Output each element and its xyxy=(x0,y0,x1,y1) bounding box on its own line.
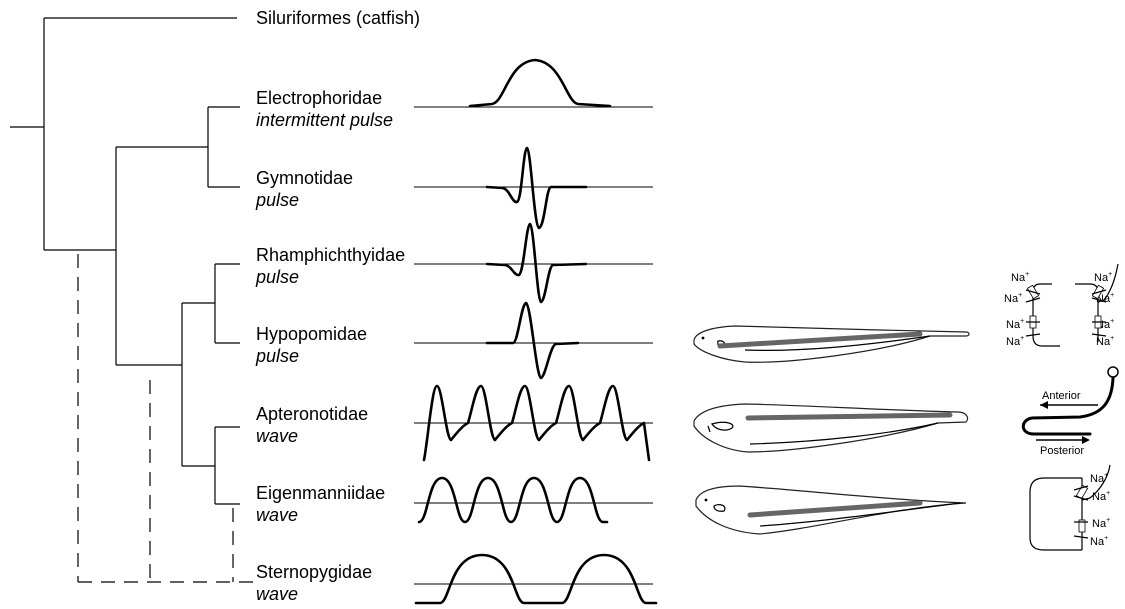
waveform-gymnotidae xyxy=(487,148,586,228)
dashed-lineage xyxy=(78,254,262,582)
waveform-rhamphichthyidae xyxy=(487,224,586,302)
fish-apteronotidae xyxy=(694,404,968,452)
taxon-name: Apteronotidae xyxy=(256,404,368,424)
posterior-label: Posterior xyxy=(1040,445,1084,457)
ion-label: Na+ xyxy=(1094,271,1112,284)
fish-hypopomidae xyxy=(694,326,969,362)
eod-waveforms xyxy=(414,60,656,603)
ion-label: Na+ xyxy=(1090,535,1108,548)
electric-organ xyxy=(748,415,950,418)
ion-label: Na+ xyxy=(1090,472,1108,485)
ion-label: Na+ xyxy=(1092,490,1110,503)
discharge-type: pulse xyxy=(255,267,299,287)
waveform-hypopomidae xyxy=(487,303,578,378)
ion-label: Na+ xyxy=(1096,335,1114,348)
taxon-labels: Siluriformes (catfish) Electrophoridae i… xyxy=(255,8,420,604)
eye-icon xyxy=(702,337,705,340)
current-direction: Anterior Posterior xyxy=(1023,367,1118,457)
electrocyte-bottom: Na+ Na+ Na+ Na+ xyxy=(1030,465,1110,550)
taxon-name: Electrophoridae xyxy=(256,88,382,108)
waveform-sternopygidae xyxy=(416,555,656,603)
arrow-left-icon xyxy=(1040,401,1048,409)
taxon-name: Sternopygidae xyxy=(256,562,372,582)
phylogenetic-tree xyxy=(10,18,240,504)
eye-icon xyxy=(705,499,708,502)
taxon-name: Hypopomidae xyxy=(256,324,367,344)
taxon-name: Rhamphichthyidae xyxy=(256,245,405,265)
ion-label: Na+ xyxy=(1006,318,1024,331)
ion-label: Na+ xyxy=(1011,271,1029,284)
taxon-name: Eigenmanniidae xyxy=(256,483,385,503)
arrow-right-icon xyxy=(1082,436,1090,444)
anterior-label: Anterior xyxy=(1042,390,1081,402)
taxon-name: Gymnotidae xyxy=(256,168,353,188)
discharge-type: wave xyxy=(256,505,298,525)
ion-label: Na+ xyxy=(1092,517,1110,530)
discharge-type: wave xyxy=(256,426,298,446)
discharge-type: intermittent pulse xyxy=(256,110,393,130)
ion-label: Na+ xyxy=(1004,292,1022,305)
waveform-electrophoridae xyxy=(470,60,610,106)
ion-label: Na+ xyxy=(1006,335,1024,348)
discharge-type: wave xyxy=(256,584,298,604)
discharge-type: pulse xyxy=(255,346,299,366)
fish-illustrations xyxy=(694,326,969,534)
waveform-eigenmanniidae xyxy=(419,478,607,522)
taxon-name: Siluriformes (catfish) xyxy=(256,8,420,28)
fish-eigenmanniidae xyxy=(696,486,966,534)
electrocyte-top: Na+ Na+ Na+ Na+ Na+ Na+ Na+ Na+ xyxy=(1004,264,1118,348)
discharge-type: pulse xyxy=(255,190,299,210)
electromotor-neuron-icon xyxy=(1108,367,1118,377)
